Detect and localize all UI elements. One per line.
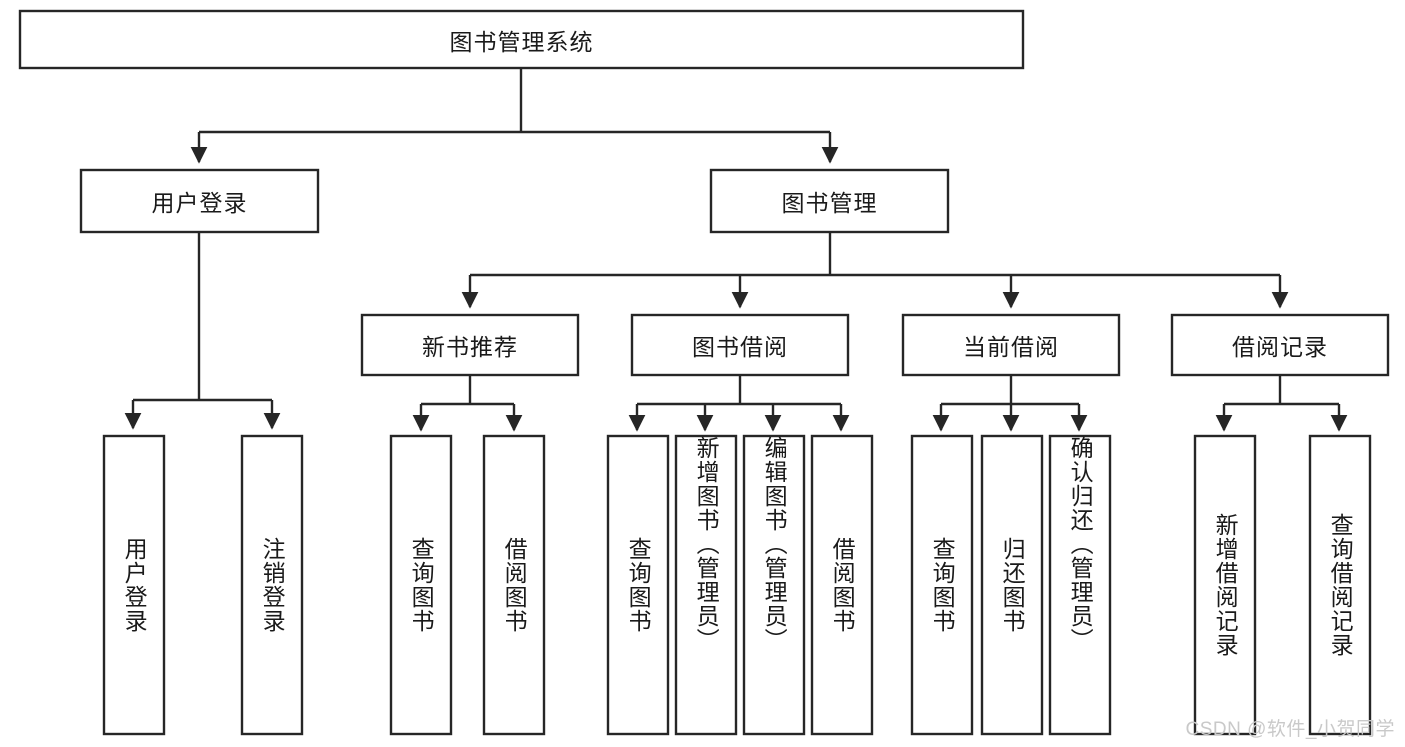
leaf-user-login-1[interactable] [240,434,304,736]
node-book-management[interactable] [709,168,950,234]
node-borrow-record[interactable] [1170,313,1390,377]
leaf-current-borrow-2[interactable] [1048,434,1112,736]
leaf-borrow-record-0[interactable] [1193,434,1257,736]
leaf-new-book-recommend-1[interactable] [482,434,546,736]
leaf-book-borrow-2[interactable] [742,434,806,736]
leaf-new-book-recommend-0[interactable] [389,434,453,736]
node-book-borrow[interactable] [630,313,850,377]
node-root[interactable] [18,9,1025,70]
leaf-book-borrow-1[interactable] [674,434,738,736]
leaf-book-borrow-0[interactable] [606,434,670,736]
leaf-user-login-0[interactable] [102,434,166,736]
leaf-current-borrow-1[interactable] [980,434,1044,736]
node-new-book-recommend[interactable] [360,313,580,377]
node-user-login[interactable] [79,168,320,234]
leaf-current-borrow-0[interactable] [910,434,974,736]
node-current-borrow[interactable] [901,313,1121,377]
leaf-borrow-record-1[interactable] [1308,434,1372,736]
leaf-book-borrow-3[interactable] [810,434,874,736]
